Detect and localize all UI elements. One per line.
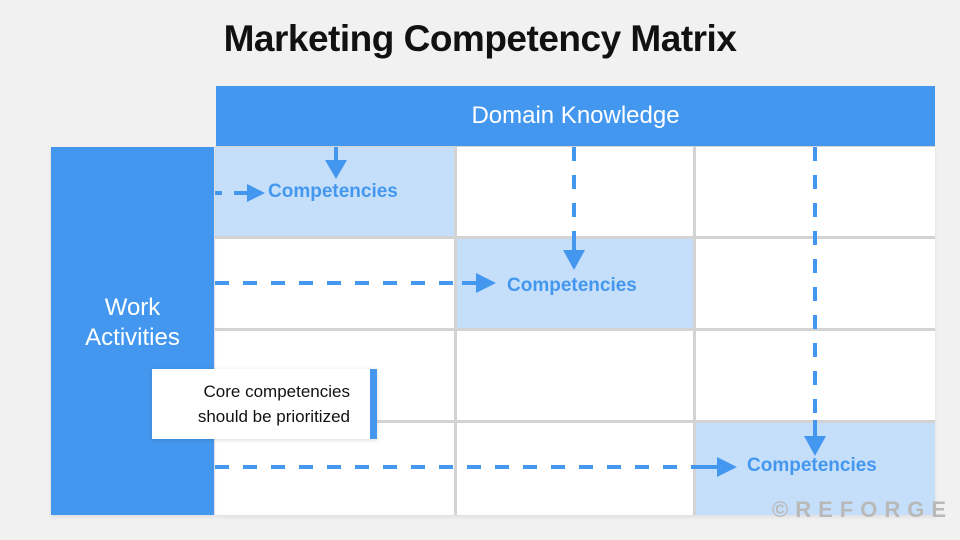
sidebar-label-line1: Work [104, 294, 161, 321]
page-title: Marketing Competency Matrix [223, 18, 737, 59]
work-activities-sidebar: Work Activities [51, 147, 214, 515]
callout-line1: Core competencies [203, 382, 350, 401]
grid-cell-r3-c1 [457, 423, 693, 515]
callout-line2: should be prioritized [197, 407, 350, 426]
sidebar-label-line2: Activities [85, 324, 180, 351]
domain-knowledge-header: Domain Knowledge [216, 86, 935, 146]
competencies-label-r0-c0: Competencies [268, 181, 398, 202]
competencies-label-r3-c2: Competencies [747, 455, 877, 476]
header-label: Domain Knowledge [471, 102, 680, 129]
grid-cell-r1-c2 [696, 239, 935, 328]
grid-cell-r2-c1 [457, 331, 693, 420]
competencies-label-r1-c1: Competencies [507, 275, 637, 296]
grid-cell-r0-c2 [696, 147, 935, 236]
grid-cell-r0-c1 [457, 147, 693, 236]
reforge-watermark: ©REFORGE [772, 497, 953, 522]
grid-cell-r2-c2 [696, 331, 935, 420]
grid-cell-r1-c0 [215, 239, 454, 328]
core-competencies-callout: Core competencies should be prioritized [152, 369, 377, 439]
